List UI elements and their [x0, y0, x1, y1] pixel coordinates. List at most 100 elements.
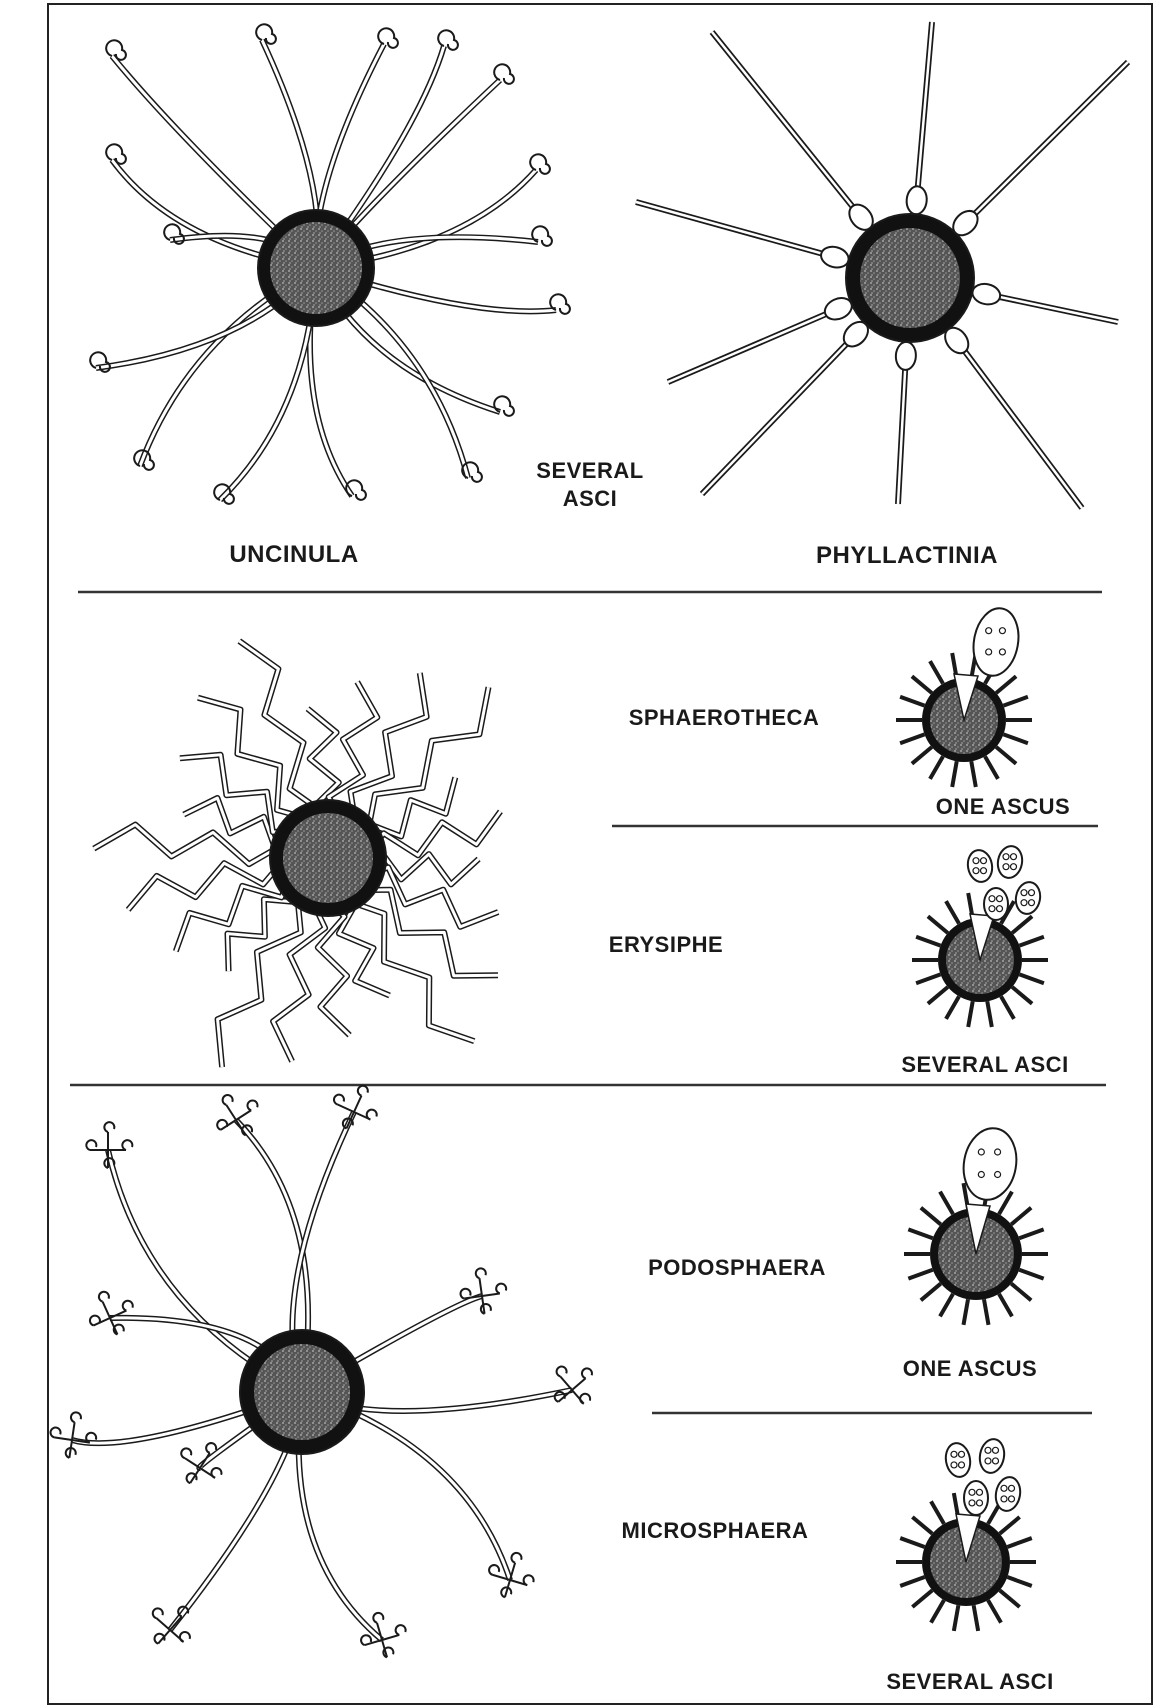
uncinula-hook-tip	[106, 144, 126, 164]
dichotomous-branch-tip	[71, 1412, 81, 1422]
uncinula-hook-tip	[256, 24, 276, 44]
ascocarp-spike	[1019, 1270, 1043, 1279]
ascocarp-spike	[1011, 1208, 1031, 1225]
ascocarp-spike	[952, 761, 957, 787]
dichotomous-branch-tip	[86, 1140, 96, 1150]
ascocarp-spike	[974, 1605, 979, 1631]
sphaerotheca-ascocarp	[896, 605, 1032, 787]
ascocarp-spike	[916, 937, 940, 946]
ascocarp-spike	[908, 1270, 932, 1279]
ascocarp-spike	[931, 1600, 944, 1623]
dichotomous-branch-tip	[51, 1428, 61, 1438]
ascocarp-spike	[900, 697, 924, 706]
ascocarp-spike	[912, 676, 932, 693]
ascocarp-spike	[996, 676, 1016, 693]
ascocarp-spike	[968, 1001, 973, 1027]
ascocarp-spike	[1000, 1517, 1020, 1534]
ascocarp-spike	[1007, 1577, 1031, 1586]
ascocarp-spike	[900, 1538, 924, 1547]
label-several-asci-microsphaera: SEVERAL ASCI	[886, 1669, 1053, 1694]
phyllactinia-bulb	[906, 185, 928, 215]
phyllactinia-bulb	[971, 281, 1003, 306]
ascocarp-spike	[912, 747, 932, 764]
dichotomous-branch-tip	[99, 1292, 109, 1302]
dichotomous-branch-tip	[489, 1565, 499, 1575]
podosphaera-ascocarp	[904, 1124, 1048, 1325]
ascocarp-spike	[1003, 697, 1027, 706]
ascus	[984, 888, 1008, 920]
ascocarp-spike	[985, 756, 998, 779]
ascocarp-spike	[1012, 916, 1032, 933]
dichotomous-branch-tip	[373, 1613, 383, 1623]
label-phyllactinia: PHYLLACTINIA	[816, 542, 998, 569]
ascocarp-spike	[999, 1294, 1012, 1317]
ascocarp-spike	[928, 987, 948, 1004]
dichotomous-branch-tip	[122, 1140, 132, 1150]
ascocarp-spike	[946, 996, 959, 1019]
dichotomous-branch-tip	[247, 1100, 257, 1110]
ascocarp-spike	[1001, 996, 1014, 1019]
microsphaera-ascocarp	[896, 1437, 1036, 1631]
ascocarp-spike	[930, 756, 943, 779]
label-several-asci-line1: SEVERAL	[536, 458, 643, 483]
dichotomous-branch-tip	[580, 1394, 590, 1404]
label-uncinula: UNCINULA	[229, 541, 358, 568]
ascus	[968, 605, 1023, 680]
ascocarp-spike	[1019, 974, 1043, 983]
ascocarp-spike	[963, 1299, 968, 1325]
dichotomous-branch-tip	[582, 1368, 592, 1378]
erysiphe-ascocarp	[912, 844, 1048, 1027]
ascocarp-spike	[971, 761, 976, 787]
dichotomous-branch-tip	[511, 1553, 521, 1563]
ascocarp-spike	[946, 901, 959, 924]
dichotomous-branch-tip	[123, 1301, 133, 1311]
uncinula-hook-tip	[106, 40, 126, 60]
uncinula-drawing	[90, 24, 570, 504]
dichotomous-branch-tip	[524, 1575, 534, 1585]
ascocarp-spike	[916, 974, 940, 983]
dichotomous-branch-tip	[481, 1304, 491, 1314]
phyllactinia-bulb	[895, 341, 916, 370]
dichotomous-branch-tip	[211, 1468, 221, 1478]
dichotomous-branch-tip	[396, 1625, 406, 1635]
ascus	[965, 848, 994, 884]
ascocarp-spike	[908, 1229, 932, 1238]
dichotomous-branch-tip	[367, 1110, 377, 1120]
label-several-asci-erysiphe: SEVERAL ASCI	[901, 1052, 1068, 1077]
ascocarp-spike	[1000, 1590, 1020, 1607]
dichotomous-branch-tip	[358, 1086, 368, 1096]
ascocarp-spike	[931, 1501, 944, 1524]
ascocarp-spike	[1007, 1538, 1031, 1547]
dichotomous-branch-tip	[153, 1608, 163, 1618]
ascocarp-spike	[1003, 734, 1027, 743]
ascocarp-spike	[900, 734, 924, 743]
ascocarp-spike	[987, 1001, 992, 1027]
flexuous-appendage-drawing	[94, 641, 501, 1067]
ascocarp-spike	[930, 661, 943, 684]
label-one-ascus-sphaerotheca: ONE ASCUS	[936, 794, 1070, 819]
dichotomous-branch-tip	[557, 1367, 567, 1377]
ascocarp-spike	[921, 1208, 941, 1225]
ascocarp-spike	[900, 1577, 924, 1586]
dichotomous-branch-tip	[180, 1632, 190, 1642]
phyllactinia-drawing	[636, 22, 1128, 508]
label-podosphaera: PODOSPHAERA	[648, 1255, 826, 1280]
label-sphaerotheca: SPHAEROTHECA	[629, 705, 820, 730]
ascocarp-spike	[928, 916, 948, 933]
dichotomous-branch-tip	[104, 1122, 114, 1132]
ascocarp-spike	[912, 1517, 932, 1534]
ascocarp-spike	[940, 1192, 953, 1215]
label-erysiphe: ERYSIPHE	[609, 932, 723, 957]
ascocarp-spike	[988, 1600, 1001, 1623]
ascocarp-spike	[1019, 1229, 1043, 1238]
dichotomous-branch-tip	[181, 1448, 191, 1458]
ascocarp-spike	[1011, 1284, 1031, 1301]
ascocarp-spike	[996, 747, 1016, 764]
label-microsphaera: MICROSPHAERA	[622, 1518, 809, 1543]
ascus	[977, 1437, 1007, 1475]
ascus	[995, 844, 1024, 880]
label-one-ascus-podosphaera: ONE ASCUS	[903, 1356, 1037, 1381]
ascocarp-spike	[912, 1590, 932, 1607]
dichotomous-appendage-drawing	[51, 1086, 592, 1657]
